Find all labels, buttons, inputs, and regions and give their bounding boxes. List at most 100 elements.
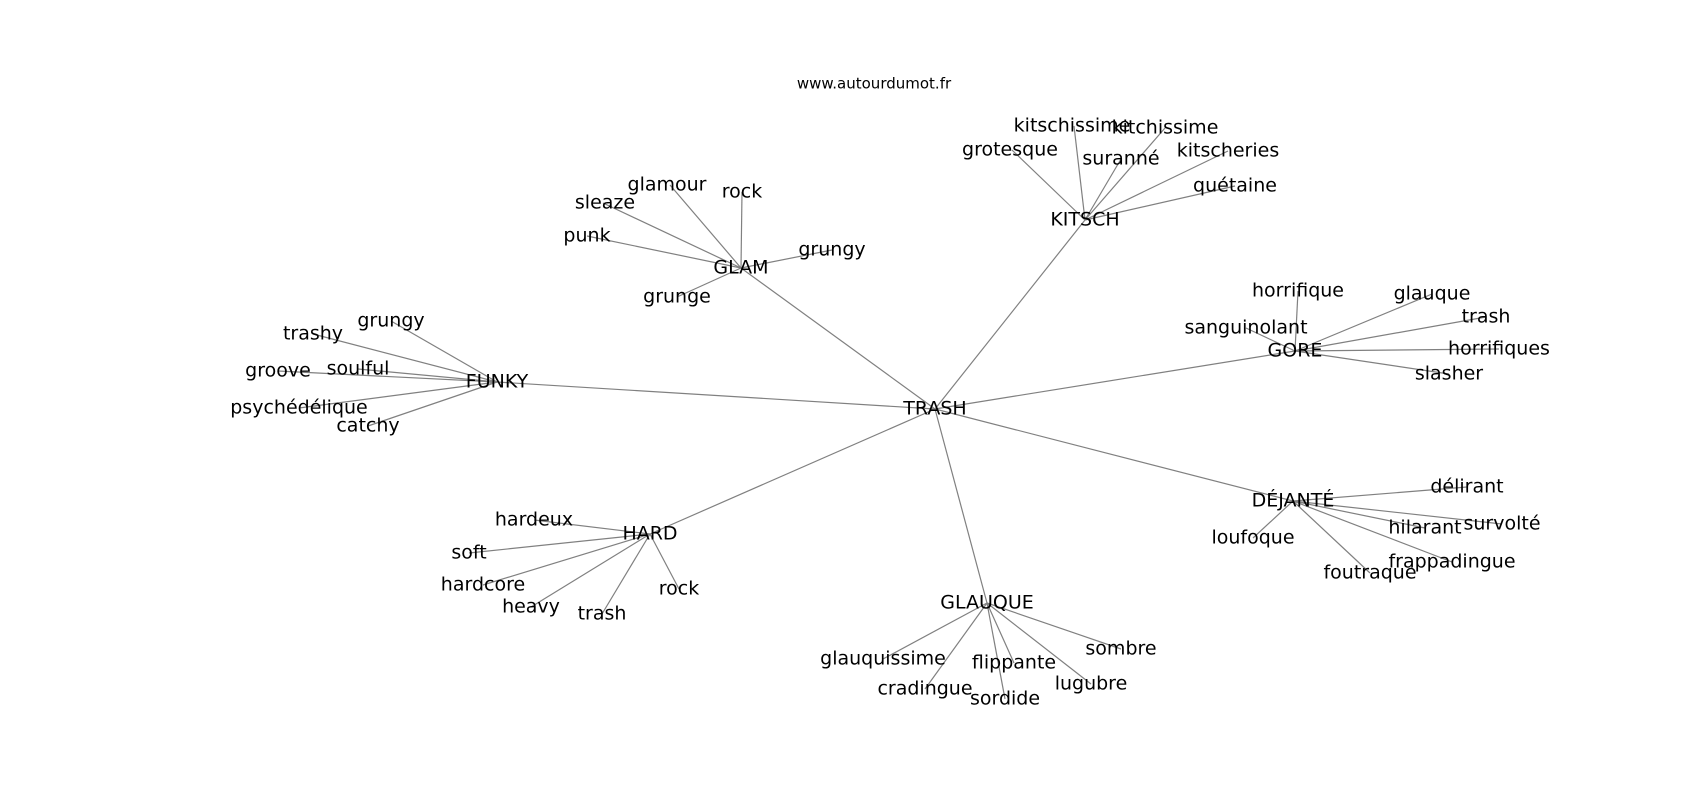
node-hard-hardeux: hardeux: [495, 509, 573, 531]
node-glauque-flippante: flippante: [972, 652, 1056, 674]
node-kitsch-kitschissime: kitschissime: [1014, 115, 1131, 137]
edge-glauque-sombre: [986, 602, 1122, 650]
node-dejante-frappadingue: frappadingue: [1388, 551, 1515, 573]
edge-dejante-hilarant: [1292, 500, 1426, 529]
node-funky-catchy: catchy: [336, 415, 399, 437]
node-dejante-delirant: délirant: [1430, 476, 1503, 498]
hub-node-kitsch: KITSCH: [1050, 209, 1119, 231]
edge-dejante-loufoque: [1252, 500, 1294, 539]
node-kitsch-kitscheries: kitscheries: [1177, 140, 1280, 162]
hub-node-glauque: GLAUQUE: [940, 592, 1034, 614]
node-kitsch-kitchissime: kitchissime: [1112, 117, 1219, 139]
edge-kitsch-suranne: [1084, 158, 1122, 221]
edge-trash-gore: [934, 350, 1296, 410]
edge-glam-grungy: [740, 249, 833, 269]
edge-gore-glauque: [1294, 293, 1433, 352]
node-gore-horrifiques: horrifiques: [1448, 338, 1550, 360]
node-funky-soulful: soulful: [327, 358, 390, 380]
site-url-label: www.autourdumot.fr: [797, 75, 952, 93]
edge-hard-trash: [601, 533, 651, 615]
node-glauque-sordide: sordide: [970, 688, 1040, 710]
edge-kitsch-quetaine: [1084, 185, 1236, 221]
edge-funky-psychedelique: [298, 381, 498, 409]
edge-funky-catchy: [367, 381, 498, 427]
node-gore-horrifique: horrifique: [1252, 280, 1344, 302]
node-dejante-foutraque: foutraque: [1323, 562, 1416, 584]
edge-dejante-delirant: [1292, 486, 1468, 502]
edge-funky-groove: [277, 370, 498, 383]
node-glam-grungy: grungy: [798, 239, 865, 261]
edge-gore-horrifique: [1294, 290, 1299, 352]
node-funky-psychedelique: psychédélique: [230, 397, 367, 419]
center-node-trash: TRASH: [902, 398, 966, 420]
edge-kitsch-kitscheries: [1084, 150, 1229, 221]
node-hard-trash: trash: [578, 603, 627, 625]
edge-gore-horrifiques: [1294, 348, 1500, 352]
edge-hard-heavy: [530, 533, 651, 608]
edge-hard-soft: [468, 533, 651, 554]
node-kitsch-grotesque: grotesque: [962, 139, 1058, 161]
edge-dejante-survolte: [1292, 500, 1503, 525]
node-glauque-cradingue: cradingue: [877, 678, 972, 700]
edge-hard-rock: [649, 533, 680, 590]
node-glam-grunge: grunge: [643, 286, 711, 308]
node-dejante-hilarant: hilarant: [1388, 517, 1461, 539]
node-gore-sanguinolant: sanguinolant: [1184, 317, 1307, 339]
node-funky-grungy: grungy: [357, 310, 424, 332]
edge-kitsch-kitschissime: [1073, 125, 1086, 221]
edge-trash-glauque: [934, 408, 988, 604]
hub-node-dejante: DÉJANTÉ: [1252, 489, 1335, 512]
edge-funky-soulful: [357, 368, 498, 383]
node-dejante-loufoque: loufoque: [1211, 527, 1294, 549]
hub-node-glam: GLAM: [713, 257, 768, 279]
node-hard-hardcore: hardcore: [441, 574, 525, 596]
edge-gore-trash: [1294, 316, 1487, 352]
edge-glam-glamour: [669, 184, 742, 269]
node-glam-glamour: glamour: [628, 174, 707, 196]
node-funky-groove: groove: [245, 360, 311, 382]
edge-dejante-frappadingue: [1292, 500, 1453, 563]
edge-kitsch-grotesque: [1011, 149, 1086, 221]
edge-glauque-flippante: [986, 602, 1015, 664]
node-dejante-survolte: survolté: [1463, 513, 1540, 535]
edge-trash-kitsch: [934, 219, 1086, 410]
edge-glam-rock: [740, 191, 743, 269]
node-kitsch-quetaine: quétaine: [1193, 175, 1277, 197]
edge-trash-glam: [740, 267, 936, 410]
node-glam-sleaze: sleaze: [575, 192, 635, 214]
edge-glam-punk: [586, 235, 742, 269]
edge-glam-grunge: [676, 267, 742, 298]
edge-funky-trashy: [312, 333, 498, 383]
node-glauque-lugubre: lugubre: [1055, 673, 1128, 695]
node-gore-slasher: slasher: [1415, 363, 1483, 385]
edge-glauque-lugubre: [986, 602, 1092, 685]
edge-trash-funky: [496, 381, 936, 410]
node-glam-punk: punk: [563, 225, 610, 247]
node-hard-rock: rock: [659, 578, 699, 600]
edge-glauque-glauquissime: [882, 602, 988, 660]
edge-trash-hard: [649, 408, 936, 535]
node-kitsch-suranne: suranné: [1082, 148, 1159, 170]
edge-trash-dejante: [934, 408, 1294, 502]
node-funky-trashy: trashy: [283, 323, 343, 345]
edge-gore-slasher: [1294, 350, 1450, 375]
edge-funky-grungy: [390, 320, 498, 383]
hub-node-funky: FUNKY: [466, 371, 529, 393]
graph-edges: [277, 125, 1503, 700]
edge-hard-hardcore: [482, 533, 651, 586]
hub-node-gore: GORE: [1268, 340, 1323, 362]
node-gore-trash: trash: [1462, 306, 1511, 328]
node-gore-glauque: glauque: [1394, 283, 1471, 305]
node-glam-rock: rock: [722, 181, 762, 203]
node-glauque-glauquissime: glauquissime: [820, 648, 946, 670]
edge-glauque-cradingue: [924, 602, 988, 690]
edge-glauque-sordide: [986, 602, 1006, 700]
edge-kitsch-kitchissime: [1084, 127, 1166, 221]
hub-node-hard: HARD: [622, 523, 677, 545]
edge-glam-sleaze: [602, 202, 742, 269]
edge-hard-hardeux: [533, 519, 651, 535]
node-hard-heavy: heavy: [502, 596, 560, 618]
edge-gore-sanguinolant: [1245, 327, 1296, 352]
